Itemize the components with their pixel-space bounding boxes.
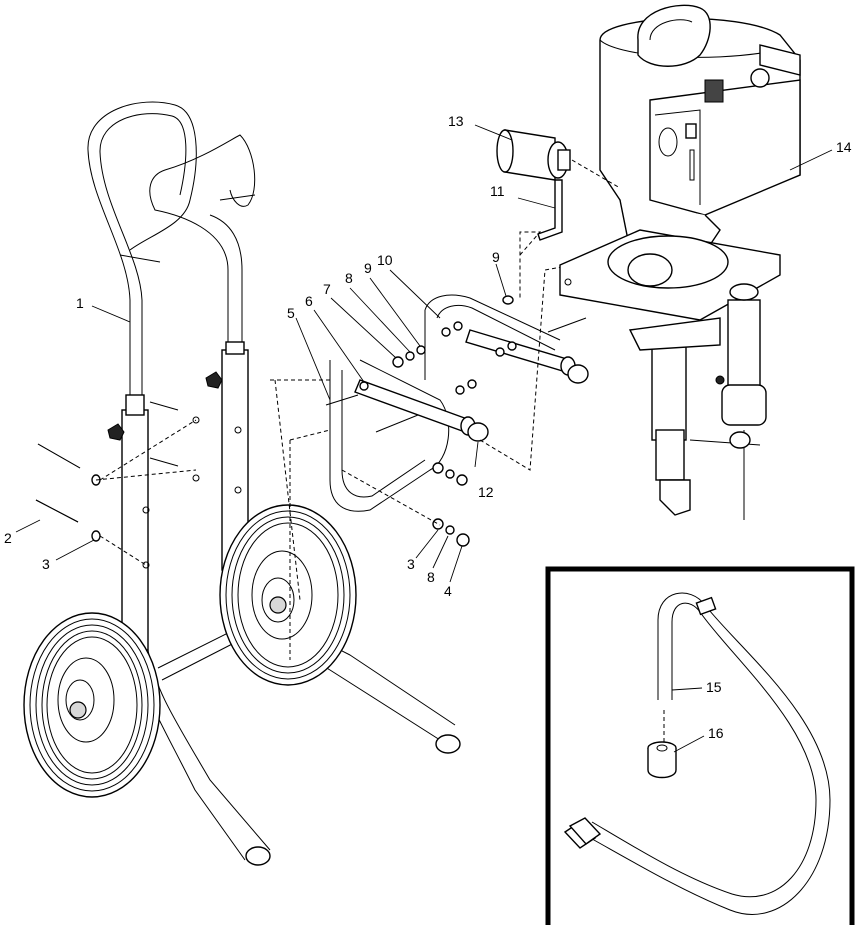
callout-13: 13 xyxy=(448,113,464,129)
callout-2: 2 xyxy=(4,530,12,546)
callout-3-right: 3 xyxy=(407,556,415,572)
callout-9-right: 9 xyxy=(492,249,500,265)
callout-6: 6 xyxy=(305,293,313,309)
part-11-pin xyxy=(537,179,563,241)
callout-11: 11 xyxy=(490,183,505,199)
callout-10: 10 xyxy=(377,252,393,268)
wheel-rear xyxy=(219,504,357,686)
pump-assembly xyxy=(559,4,801,520)
callout-14: 14 xyxy=(836,139,852,155)
callout-4: 4 xyxy=(444,583,452,599)
wheel-front xyxy=(23,612,161,798)
callout-9-left: 9 xyxy=(364,260,372,276)
callout-1: 1 xyxy=(76,295,84,311)
callout-labels: 1 2 3 3 4 5 6 7 8 8 9 9 10 11 12 13 14 1… xyxy=(4,113,852,741)
callout-7: 7 xyxy=(323,281,331,297)
callout-3-left: 3 xyxy=(42,556,50,572)
leader-lines xyxy=(15,124,833,753)
callout-8-bottom: 8 xyxy=(427,569,435,585)
callout-16: 16 xyxy=(708,725,724,741)
callout-12: 12 xyxy=(478,484,494,500)
callout-15: 15 xyxy=(706,679,722,695)
callout-5: 5 xyxy=(287,305,295,321)
left-bolts xyxy=(35,419,197,566)
hose-inset xyxy=(545,566,855,925)
mount-bracket xyxy=(95,231,611,660)
callout-8-top: 8 xyxy=(345,270,353,286)
